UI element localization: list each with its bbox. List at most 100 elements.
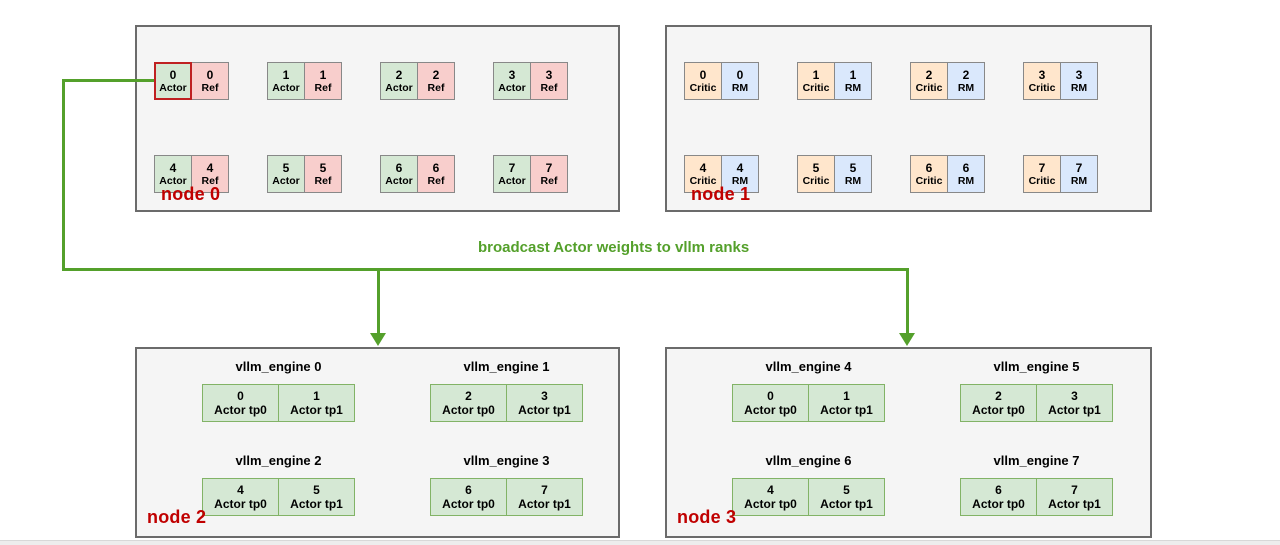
gpu-cell-number: 5 (849, 160, 857, 175)
broadcast-line-main-horizontal (62, 268, 909, 271)
vllm-engine-title: vllm_engine 3 (463, 453, 550, 468)
gpu-cell-number: 2 (395, 67, 403, 82)
gpu-cell-number: 5 (282, 160, 290, 175)
gpu-cell-role: Actor tp0 (744, 497, 797, 511)
gpu-cell-number: 3 (541, 389, 548, 403)
gpu-cell-number: 4 (767, 483, 774, 497)
gpu-cell-number: 0 (237, 389, 244, 403)
broadcast-line-stub-horizontal (62, 79, 154, 82)
gpu-cell-number: 6 (925, 160, 933, 175)
gpu-cell-number: 1 (282, 67, 290, 82)
gpu-cell-number: 1 (319, 67, 327, 82)
gpu-cell-role: RM (957, 81, 975, 94)
gpu-cell-number: 4 (736, 160, 744, 175)
gpu-cell-role: RM (1070, 174, 1088, 187)
gpu-cell-number: 6 (432, 160, 440, 175)
gpu-cell-role: Actor (498, 81, 526, 94)
gpu-cell-role: Actor tp1 (518, 497, 571, 511)
gpu-cell-role: Critic (802, 174, 830, 187)
vllm-engine-title: vllm_engine 0 (235, 359, 322, 374)
gpu-cell-number: 7 (541, 483, 548, 497)
broadcast-line-branch-node2 (377, 268, 380, 334)
gpu-cell-number: 7 (508, 160, 516, 175)
gpu-cell-number: 5 (313, 483, 320, 497)
gpu-cell-role: Actor (272, 174, 300, 187)
gpu-cell-number: 6 (995, 483, 1002, 497)
broadcast-arrow-label: broadcast Actor weights to vllm ranks (478, 239, 750, 256)
gpu-cell-role: Critic (1028, 81, 1056, 94)
gpu-cell-role: Ref (314, 174, 332, 187)
gpu-cell-role: Critic (689, 174, 717, 187)
gpu-cell-role: Actor tp1 (290, 497, 343, 511)
gpu-cell-number: 0 (699, 67, 707, 82)
gpu-cell-number: 2 (465, 389, 472, 403)
gpu-cell-number: 5 (319, 160, 327, 175)
gpu-cell-role: Actor tp0 (972, 497, 1025, 511)
gpu-cell-role: RM (731, 81, 749, 94)
bottom-edge-strip (0, 540, 1280, 545)
gpu-cell-role: Actor tp1 (1048, 497, 1101, 511)
gpu-cell-role: Actor (272, 81, 300, 94)
gpu-cell-number: 2 (925, 67, 933, 82)
vllm-engine-title: vllm_engine 1 (463, 359, 550, 374)
gpu-cell-number: 7 (1071, 483, 1078, 497)
gpu-cell-role: Critic (915, 81, 943, 94)
gpu-cell-number: 1 (313, 389, 320, 403)
gpu-cell-number: 4 (237, 483, 244, 497)
vllm-engine-title: vllm_engine 5 (993, 359, 1080, 374)
gpu-cell-number: 1 (849, 67, 857, 82)
broadcast-line-vertical-left (62, 79, 65, 271)
node-0-label: node 0 (161, 184, 221, 204)
gpu-cell-role: Actor tp1 (820, 403, 873, 417)
gpu-cell-number: 2 (962, 67, 970, 82)
gpu-cell-number: 0 (736, 67, 744, 82)
gpu-cell-number: 6 (395, 160, 403, 175)
gpu-cell-role: Ref (201, 174, 219, 187)
gpu-cell-number: 7 (1038, 160, 1046, 175)
gpu-cell-role: RM (844, 81, 862, 94)
vllm-engine-title: vllm_engine 7 (993, 453, 1080, 468)
